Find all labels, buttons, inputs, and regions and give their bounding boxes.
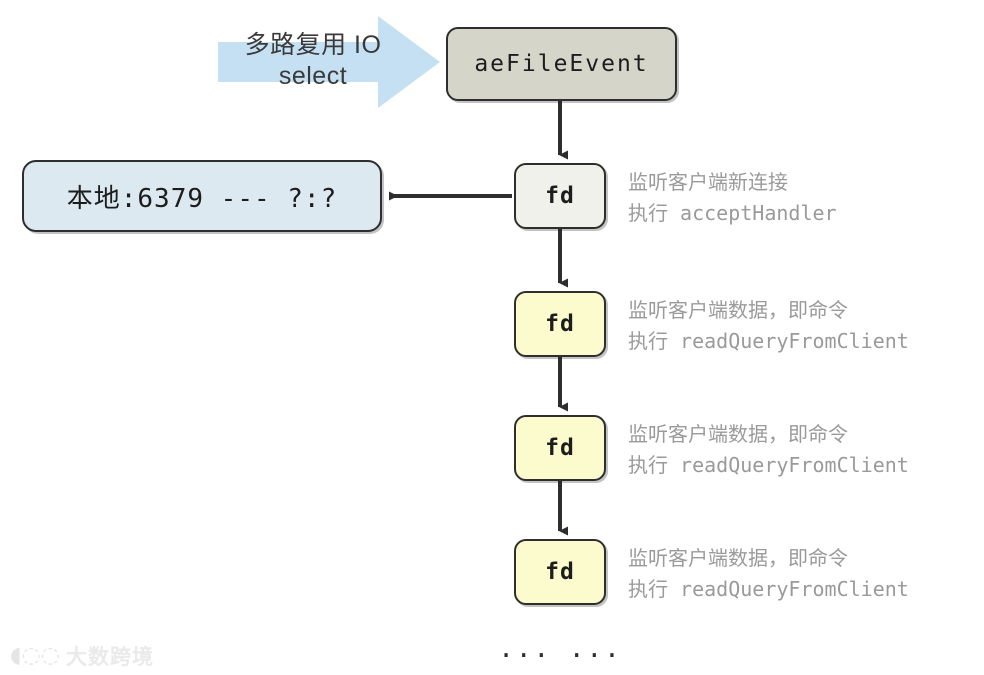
node-fd-2-label: fd — [545, 435, 575, 461]
block-arrow-icon — [218, 16, 440, 108]
node-fd-2[interactable]: fd — [514, 415, 606, 481]
node-fd-3-label: fd — [545, 559, 575, 585]
annotation-fd-2: 监听客户端数据，即命令 执行 readQueryFromClient — [628, 422, 909, 477]
node-fd-0-label: fd — [545, 183, 575, 209]
node-local-address[interactable]: 本地:6379 --- ?:? — [22, 160, 382, 232]
node-fd-0[interactable]: fd — [514, 163, 606, 229]
node-fd-1[interactable]: fd — [514, 291, 606, 357]
io-multiplex-arrow: 多路复用 IO select — [218, 12, 440, 112]
annotation-fd-1: 监听客户端数据，即命令 执行 readQueryFromClient — [628, 298, 909, 353]
node-fd-3[interactable]: fd — [514, 539, 606, 605]
node-aefileevent-label: aeFileEvent — [474, 51, 649, 77]
annotation-fd-3: 监听客户端数据，即命令 执行 readQueryFromClient — [628, 546, 909, 601]
continuation-ellipsis: ... ... — [498, 634, 622, 664]
node-fd-1-label: fd — [545, 311, 575, 337]
node-aefileevent[interactable]: aeFileEvent — [446, 27, 677, 101]
io-multiplex-label: 多路复用 IO select — [244, 31, 382, 90]
annotation-fd-0: 监听客户端新连接 执行 acceptHandler — [628, 170, 837, 225]
watermark: ◖◌◌ 大数跨境 — [10, 641, 154, 671]
node-local-address-label: 本地:6379 --- ?:? — [66, 183, 338, 214]
watermark-logo-icon: ◖◌◌ — [10, 643, 60, 668]
watermark-text: 大数跨境 — [65, 646, 154, 669]
